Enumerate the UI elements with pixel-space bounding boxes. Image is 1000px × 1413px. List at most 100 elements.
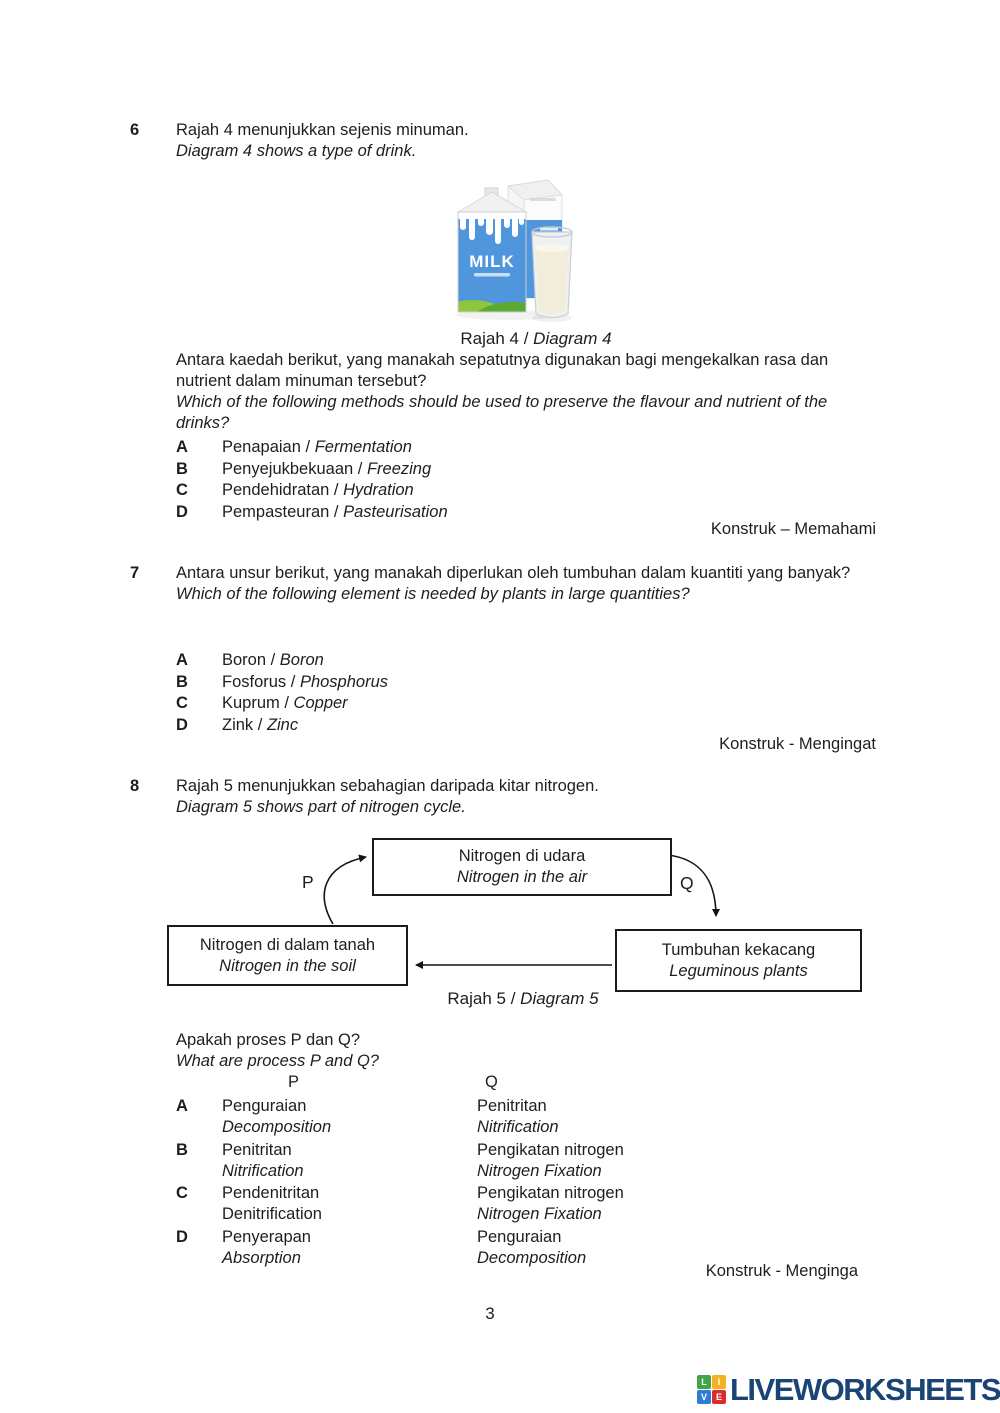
question-7-text-en: Which of the following element is needed… <box>176 585 690 603</box>
option-q-cell: Penitritan Nitrification <box>477 1097 559 1136</box>
option-p-cell: Penguraian Decomposition <box>222 1097 332 1136</box>
option-8-a: A Penguraian Decomposition Penitritan Ni… <box>176 1096 876 1138</box>
option-letter: A <box>176 438 188 456</box>
option-p-cell: Pendenitritan Denitrification <box>222 1184 322 1223</box>
option-p-cell: Penitritan Nitrification <box>222 1140 304 1180</box>
option-q-cell: Penguraian Decomposition <box>477 1227 587 1267</box>
option-letter: B <box>176 672 188 691</box>
figure4-caption-en: Diagram 4 <box>533 329 612 348</box>
option-7-a: A Boron / Boron <box>176 650 876 671</box>
question-7-text-ms: Antara unsur berikut, yang manakah diper… <box>176 564 851 582</box>
diagram-label-p: P <box>302 872 314 892</box>
question-8-construct: Konstruk - Menginga <box>705 1262 858 1280</box>
box-soil-ms: Nitrogen di dalam tanah <box>199 935 376 954</box>
liveworksheets-icon: L I V E <box>697 1375 726 1404</box>
diagram-box-soil: Nitrogen di dalam tanah Nitrogen in the … <box>167 925 408 986</box>
question-6-text-en: Which of the following methods should be… <box>176 393 828 432</box>
option-6-b: B Penyejukbekuaan / Freezing <box>176 459 876 480</box>
figure4-caption: Rajah 4 / Diagram 4 <box>386 328 686 349</box>
box-plants-en: Leguminous plants <box>669 961 808 980</box>
question-6-text: Antara kaedah berikut, yang manakah sepa… <box>176 350 881 434</box>
question-6-construct: Konstruk – Memahami <box>710 520 876 538</box>
liveworksheets-wordmark: LIVEWORKSHEETS <box>730 1372 1000 1407</box>
column-header-p: P <box>288 1073 300 1091</box>
question-7-options: A Boron / Boron B Fosforus / Phosphorus … <box>176 650 876 736</box>
arrow-q <box>667 854 720 917</box>
question-8-stem-ms: Rajah 5 menunjukkan sebahagian daripada … <box>176 777 599 795</box>
option-letter: D <box>176 502 188 521</box>
option-letter: A <box>176 651 188 669</box>
diagram-label-q: Q <box>680 873 694 893</box>
question-7-construct: Konstruk - Mengingat <box>719 735 876 753</box>
question-8-number: 8 <box>130 777 140 795</box>
figure4-caption-ms: Rajah 4 <box>460 329 519 348</box>
milk-drips <box>458 212 526 244</box>
box-soil-en: Nitrogen in the soil <box>219 956 356 975</box>
milk-glass <box>531 226 573 322</box>
option-text: Fosforus / Phosphorus <box>222 672 389 691</box>
question-6-stem: Rajah 4 menunjukkan sejenis minuman. Dia… <box>176 120 886 162</box>
logo-tile-e: E <box>712 1390 726 1404</box>
nitrogen-cycle-arrows <box>323 854 720 969</box>
option-q-cell: Pengikatan nitrogen Nitrogen Fixation <box>477 1184 624 1223</box>
question-8-stem: Rajah 5 menunjukkan sebahagian daripada … <box>176 776 881 818</box>
arrow-p <box>323 854 367 925</box>
option-letter: C <box>176 1184 188 1202</box>
question-7-text: Antara unsur berikut, yang manakah diper… <box>176 563 881 605</box>
front-milk-carton: MILK <box>456 187 528 313</box>
option-text: Kuprum / Copper <box>222 694 348 712</box>
box-air-en: Nitrogen in the air <box>456 868 588 886</box>
liveworksheets-logo: L I V E LIVEWORKSHEETS <box>697 1374 1000 1405</box>
option-text: Penyejukbekuaan / Freezing <box>222 459 432 478</box>
option-letter: D <box>176 715 188 734</box>
option-8-c: C Pendenitritan Denitrification Pengikat… <box>176 1183 876 1225</box>
column-header-q: Q <box>485 1073 498 1091</box>
milk-label: MILK <box>469 252 515 271</box>
diagram-box-air: Nitrogen di udara Nitrogen in the air <box>372 838 672 896</box>
option-8-d: D Penyerapan Absorption Penguraian Decom… <box>176 1227 876 1269</box>
option-6-d: D Pempasteuran / Pasteurisation <box>176 502 876 523</box>
option-letter: B <box>176 1140 188 1159</box>
option-letter: D <box>176 1227 188 1246</box>
figure5-caption-ms: Rajah 5 <box>447 989 506 1008</box>
option-text: Pendehidratan / Hydration <box>222 481 414 499</box>
option-6-c: C Pendehidratan / Hydration <box>176 480 876 501</box>
milk-subtext-bar <box>474 273 510 277</box>
caption-separator: / <box>506 989 521 1008</box>
option-text: Pempasteuran / Pasteurisation <box>222 502 448 521</box>
grass-band <box>458 300 526 312</box>
question-6-options: A Penapaian / Fermentation B Penyejukbek… <box>176 437 876 523</box>
option-letter: B <box>176 459 188 478</box>
figure5-caption-en: Diagram 5 <box>520 989 599 1008</box>
option-text: Boron / Boron <box>222 651 324 669</box>
option-q-cell: Pengikatan nitrogen Nitrogen Fixation <box>477 1140 624 1180</box>
option-letter: C <box>176 694 188 712</box>
logo-tile-l: L <box>697 1375 711 1389</box>
box-air-ms: Nitrogen di udara <box>458 847 586 865</box>
diagram-box-plants: Tumbuhan kekacang Leguminous plants <box>615 929 862 992</box>
logo-tile-v: V <box>697 1390 711 1404</box>
option-7-c: C Kuprum / Copper <box>176 693 876 714</box>
option-7-d: D Zink / Zinc <box>176 715 876 736</box>
question-6-text-ms: Antara kaedah berikut, yang manakah sepa… <box>176 351 829 390</box>
option-letter: A <box>176 1097 188 1115</box>
question-8-stem-en: Diagram 5 shows part of nitrogen cycle. <box>176 798 466 816</box>
option-8-b: B Penitritan Nitrification Pengikatan ni… <box>176 1140 876 1182</box>
box-plants-ms: Tumbuhan kekacang <box>661 940 816 959</box>
question-6-stem-ms: Rajah 4 menunjukkan sejenis minuman. <box>176 121 469 139</box>
option-p-cell: Penyerapan Absorption <box>222 1227 311 1267</box>
milk-figure: MILK <box>456 179 573 322</box>
question-8-text-ms: Apakah proses P dan Q? <box>176 1031 361 1049</box>
option-7-b: B Fosforus / Phosphorus <box>176 672 876 693</box>
question-6-stem-en: Diagram 4 shows a type of drink. <box>176 142 417 160</box>
question-7-number: 7 <box>130 564 140 582</box>
option-text: Penapaian / Fermentation <box>222 438 412 456</box>
question-8-text: Apakah proses P dan Q? What are process … <box>176 1030 881 1072</box>
figure5-caption: Rajah 5 / Diagram 5 <box>373 988 673 1009</box>
option-letter: C <box>176 481 188 499</box>
question-8-options: A Penguraian Decomposition Penitritan Ni… <box>176 1096 876 1270</box>
page-number: 3 <box>485 1304 495 1323</box>
question-8-text-en: What are process P and Q? <box>176 1052 379 1070</box>
question-6-number: 6 <box>130 121 140 139</box>
